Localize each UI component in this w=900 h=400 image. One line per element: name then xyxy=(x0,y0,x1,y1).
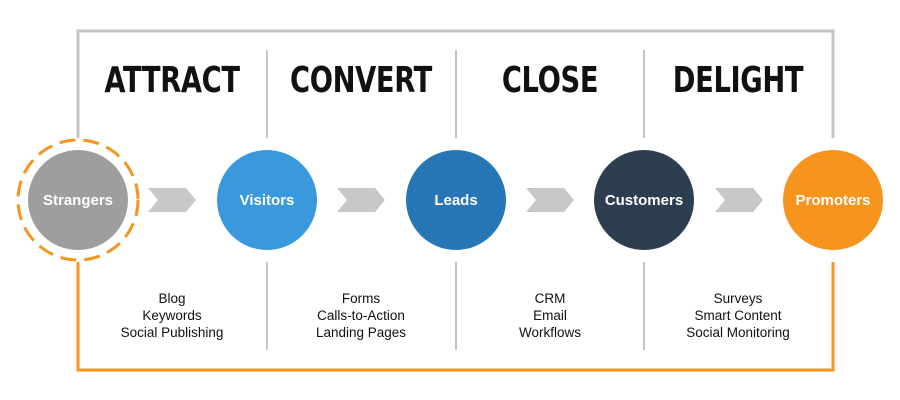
tool-item: Blog xyxy=(158,291,186,306)
node-label: Customers xyxy=(604,191,684,209)
tool-item: Social Publishing xyxy=(120,325,224,340)
tools-close: CRM Email Workflows xyxy=(456,290,644,341)
stage-title-delight: DELIGHT xyxy=(672,60,804,101)
tools-convert: Forms Calls-to-Action Landing Pages xyxy=(267,290,455,341)
node-label: Visitors xyxy=(239,191,295,209)
tool-item: Smart Content xyxy=(694,308,782,323)
tool-item: Social Monitoring xyxy=(686,325,790,340)
loop-back-line xyxy=(76,262,835,372)
tool-item: Surveys xyxy=(713,291,763,306)
dashed-ring xyxy=(16,138,140,262)
tool-item: Email xyxy=(533,308,567,323)
node-visitors: Visitors xyxy=(217,150,317,250)
stage-title-attract: ATTRACT xyxy=(104,60,240,101)
tool-item: Landing Pages xyxy=(315,325,407,340)
tools-delight: Surveys Smart Content Social Monitoring xyxy=(644,290,832,341)
chevron-arrow-icon xyxy=(715,188,763,212)
node-customers: Customers xyxy=(594,150,694,250)
node-strangers: Strangers xyxy=(28,150,128,250)
node-label: Promoters xyxy=(795,191,871,209)
chevron-arrow-icon xyxy=(526,188,574,212)
stage-title-close: CLOSE xyxy=(501,60,599,101)
tool-item: Keywords xyxy=(142,308,202,323)
node-label: Leads xyxy=(434,191,478,209)
node-leads: Leads xyxy=(406,150,506,250)
tools-attract: Blog Keywords Social Publishing xyxy=(78,290,266,341)
chevron-arrow-icon xyxy=(148,188,196,212)
stage-title-convert: CONVERT xyxy=(290,60,432,101)
tool-item: Workflows xyxy=(518,325,581,340)
node-promoters: Promoters xyxy=(783,150,883,250)
tool-item: CRM xyxy=(534,291,566,306)
node-label: Strangers xyxy=(42,191,114,209)
top-frame-line xyxy=(76,29,835,138)
tool-item: Forms xyxy=(341,291,381,306)
tool-item: Calls-to-Action xyxy=(317,308,405,323)
chevron-arrow-icon xyxy=(337,188,385,212)
